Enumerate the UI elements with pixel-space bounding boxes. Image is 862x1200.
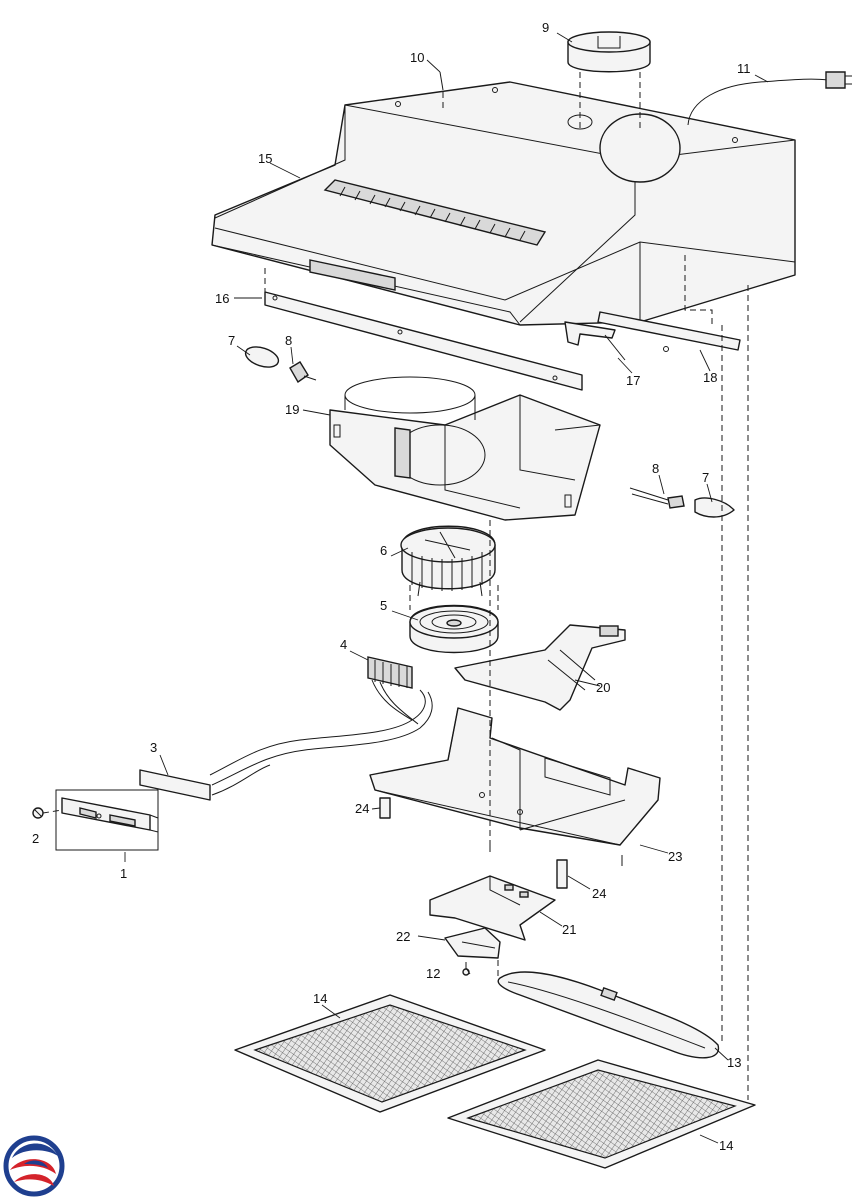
callout-19: 19 <box>285 402 299 417</box>
callout-20: 20 <box>596 680 610 695</box>
callout-2: 2 <box>32 831 39 846</box>
hood-vent-slots <box>323 179 547 246</box>
clip-24-right <box>556 859 568 889</box>
callout-14-right: 14 <box>719 1138 733 1153</box>
callout-9: 9 <box>542 20 549 35</box>
callout-24-right: 24 <box>592 886 606 901</box>
rear-rail <box>597 311 741 352</box>
callout-17: 17 <box>626 373 640 388</box>
callout-4: 4 <box>340 637 347 652</box>
callout-7-right: 7 <box>702 470 709 485</box>
callout-15: 15 <box>258 151 272 166</box>
lamp-left <box>244 346 280 368</box>
bottom-tray <box>369 707 661 866</box>
grease-filter-right <box>447 1059 756 1169</box>
front-rail <box>264 268 583 391</box>
callout-8-right: 8 <box>652 461 659 476</box>
control-bracket <box>429 875 556 941</box>
callout-12: 12 <box>426 966 440 981</box>
power-cord <box>687 71 852 126</box>
callout-24-left: 24 <box>355 801 369 816</box>
callout-7-left: 7 <box>228 333 235 348</box>
hood-canopy <box>211 81 796 326</box>
screw-10 <box>439 71 444 108</box>
terminal-block <box>367 656 413 689</box>
lamp-lens <box>497 971 720 1059</box>
callout-6: 6 <box>380 543 387 558</box>
screw-2 <box>32 807 63 819</box>
impeller-cover <box>409 604 499 654</box>
assembly-dashed-lines <box>409 255 749 1100</box>
callout-18: 18 <box>703 370 717 385</box>
grease-filter-left <box>234 994 546 1113</box>
lamp-holder-left <box>289 361 317 384</box>
callout-labels: 1 2 3 4 5 6 7 7 8 8 9 10 11 12 13 14 14 … <box>32 20 751 1153</box>
clip-24-left <box>379 797 391 819</box>
callout-5: 5 <box>380 598 387 613</box>
callout-16: 16 <box>215 291 229 306</box>
callout-3: 3 <box>150 740 157 755</box>
duct-collar <box>567 31 651 130</box>
leader-lines <box>124 32 769 1144</box>
brand-swirl-icon <box>3 1135 65 1197</box>
switch-panel <box>55 789 159 851</box>
wiring-harness <box>139 679 433 801</box>
blower-motor <box>400 525 496 597</box>
callout-11: 11 <box>737 61 751 76</box>
callout-14-left: 14 <box>313 991 327 1006</box>
lamp-holder-right <box>629 487 685 509</box>
callout-22: 22 <box>396 929 410 944</box>
rear-bracket <box>564 321 626 361</box>
control-plate <box>454 624 626 711</box>
callout-1: 1 <box>120 866 127 881</box>
callout-13: 13 <box>727 1055 741 1070</box>
blower-housing <box>329 376 601 521</box>
callout-21: 21 <box>562 922 576 937</box>
lamp-right <box>694 497 735 518</box>
callout-23: 23 <box>668 849 682 864</box>
switch-22 <box>444 927 501 959</box>
callout-8-left: 8 <box>285 333 292 348</box>
callout-10: 10 <box>410 50 424 65</box>
